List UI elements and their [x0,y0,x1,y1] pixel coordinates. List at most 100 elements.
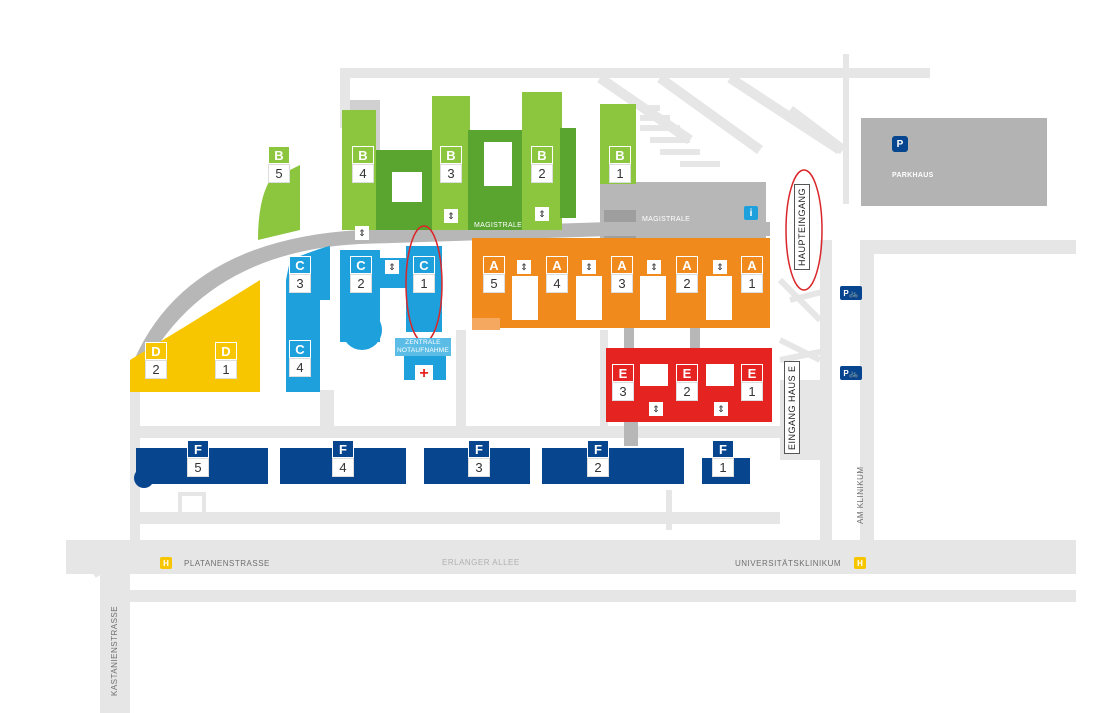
building-label-a2[interactable]: A 2 [675,256,699,293]
building-number: 4 [352,164,374,183]
building-letter: E [676,364,698,382]
parkhaus-label: PARKHAUS [892,172,934,179]
building-label-c3[interactable]: C 3 [288,256,312,293]
building-number: 1 [712,458,734,477]
notaufnahme-line: NOTAUFNAHME [397,347,449,354]
building-letter: D [215,342,237,360]
eingang-haus-e-label[interactable]: EINGANG HAUS E [784,361,800,454]
building-letter: E [612,364,634,382]
building-letter: C [289,256,311,274]
elevator-icon: ⇕ [713,260,727,274]
haupteingang-label[interactable]: HAUPTEINGANG [794,183,810,270]
building-number: 3 [289,274,311,293]
magistrale-label: MAGISTRALE [474,222,523,229]
building-number: 4 [546,274,568,293]
building-label-f2[interactable]: F 2 [586,440,610,477]
building-letter: F [587,440,609,458]
building-label-f4[interactable]: F 4 [331,440,355,477]
building-letter: B [440,146,462,164]
building-label-b4[interactable]: B 4 [351,146,375,183]
building-number: 1 [741,382,763,401]
building-number: 5 [268,164,290,183]
building-number: 2 [587,458,609,477]
building-label-b2[interactable]: B 2 [530,146,554,183]
building-number: 3 [440,164,462,183]
building-label-b5[interactable]: B 5 [267,146,291,183]
building-label-c1[interactable]: C 1 [412,256,436,293]
building-number: 2 [531,164,553,183]
street-am-klinikum: AM KLINIKUM [856,466,865,524]
info-icon[interactable]: i [744,206,758,220]
elevator-icon: ⇕ [582,260,596,274]
building-letter: A [483,256,505,274]
building-letter: E [741,364,763,382]
building-letter: B [268,146,290,164]
building-label-a3[interactable]: A 3 [610,256,634,293]
building-letter: A [676,256,698,274]
building-label-d1[interactable]: D 1 [214,342,238,379]
bike-parking-icon: P🚲 [840,286,862,300]
building-letter: C [350,256,372,274]
building-number: 1 [413,274,435,293]
elevator-icon: ⇕ [355,226,369,240]
building-number: 5 [483,274,505,293]
building-letter: F [332,440,354,458]
elevator-icon: ⇕ [517,260,531,274]
bike-parking-icon: P🚲 [840,366,862,380]
elevator-icon: ⇕ [385,260,399,274]
building-letter: A [546,256,568,274]
parkhaus-building [861,118,1047,206]
elevator-icon: ⇕ [444,209,458,223]
street-erlanger-allee: ERLANGER ALLEE [442,558,520,567]
magistrale-label: MAGISTRALE [642,216,691,223]
building-label-f1[interactable]: F 1 [711,440,735,477]
bus-stop-icon: H [854,557,866,569]
building-label-e2[interactable]: E 2 [675,364,699,401]
building-number: 5 [187,458,209,477]
street-universitaetsklinikum: UNIVERSITÄTSKLINIKUM [735,559,842,568]
highlight-ellipse-haupteingang [785,169,823,291]
building-label-e1[interactable]: E 1 [740,364,764,401]
building-letter: C [413,256,435,274]
notaufnahme-line: ZENTRALE [405,339,441,346]
building-label-c4[interactable]: C 4 [288,340,312,377]
elevator-icon: ⇕ [649,402,663,416]
bus-stop-icon: H [160,557,172,569]
building-number: 4 [289,358,311,377]
building-letter: C [289,340,311,358]
building-number: 1 [215,360,237,379]
building-letter: B [609,146,631,164]
building-label-a4[interactable]: A 4 [545,256,569,293]
building-letter: F [187,440,209,458]
parking-icon[interactable]: P [892,136,908,152]
street-platanenstrasse: PLATANENSTRASSE [184,559,270,568]
building-letter: A [741,256,763,274]
building-letter: A [611,256,633,274]
road-network [66,54,1076,713]
building-label-a1[interactable]: A 1 [740,256,764,293]
building-number: 1 [609,164,631,183]
building-letter: B [531,146,553,164]
building-letter: B [352,146,374,164]
building-label-f5[interactable]: F 5 [186,440,210,477]
building-label-b3[interactable]: B 3 [439,146,463,183]
building-label-d2[interactable]: D 2 [144,342,168,379]
building-number: 3 [468,458,490,477]
elevator-icon: ⇕ [535,207,549,221]
stripes-area [640,105,831,363]
building-number: 2 [145,360,167,379]
building-letter: D [145,342,167,360]
building-number: 3 [611,274,633,293]
building-label-c2[interactable]: C 2 [349,256,373,293]
building-number: 2 [350,274,372,293]
emergency-cross-icon: + [415,365,433,383]
building-label-e3[interactable]: E 3 [611,364,635,401]
building-label-f3[interactable]: F 3 [467,440,491,477]
building-number: 1 [741,274,763,293]
elevator-icon: ⇕ [714,402,728,416]
building-label-b1[interactable]: B 1 [608,146,632,183]
f-wing [134,448,750,488]
building-label-a5[interactable]: A 5 [482,256,506,293]
building-number: 2 [676,274,698,293]
building-number: 4 [332,458,354,477]
